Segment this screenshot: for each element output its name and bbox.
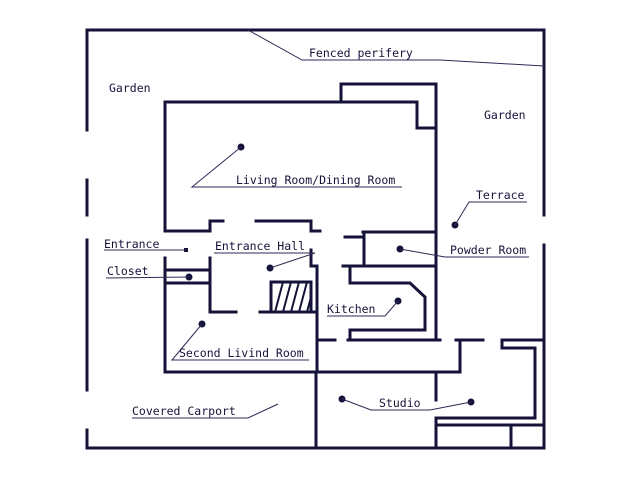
label-studio: Studio	[338, 395, 475, 411]
label-entrance-hall: Entrance Hall	[214, 239, 316, 272]
label-terrace: Terrace	[451, 188, 527, 229]
kitchen-label: Kitchen	[327, 302, 375, 316]
label-closet: Closet	[105, 264, 193, 281]
entrance-label: Entrance	[104, 237, 159, 251]
closet-label: Closet	[107, 264, 149, 278]
label-powder-room: Powder Room	[396, 243, 529, 258]
stairs	[269, 280, 313, 314]
entrance-hall-label: Entrance Hall	[215, 239, 305, 253]
label-living: Living Room/Dining Room	[190, 143, 402, 188]
garden-left-label: Garden	[109, 81, 151, 95]
second-living-label: Second Livind Room	[179, 346, 304, 360]
powder-room-label: Powder Room	[450, 243, 526, 257]
covered-carport-label: Covered Carport	[132, 404, 236, 418]
label-second-living: Second Livind Room	[170, 320, 309, 361]
label-entrance: Entrance	[104, 237, 188, 252]
label-fence: Fenced perifery	[247, 29, 545, 67]
garden-right-label: Garden	[484, 108, 526, 122]
house-walls	[163, 82, 546, 450]
living-label: Living Room/Dining Room	[236, 173, 395, 187]
terrace-label: Terrace	[476, 188, 525, 202]
label-covered-carport: Covered Carport	[132, 403, 279, 419]
studio-label: Studio	[379, 396, 421, 410]
label-kitchen: Kitchen	[327, 297, 402, 317]
fence-label: Fenced perifery	[309, 46, 413, 60]
